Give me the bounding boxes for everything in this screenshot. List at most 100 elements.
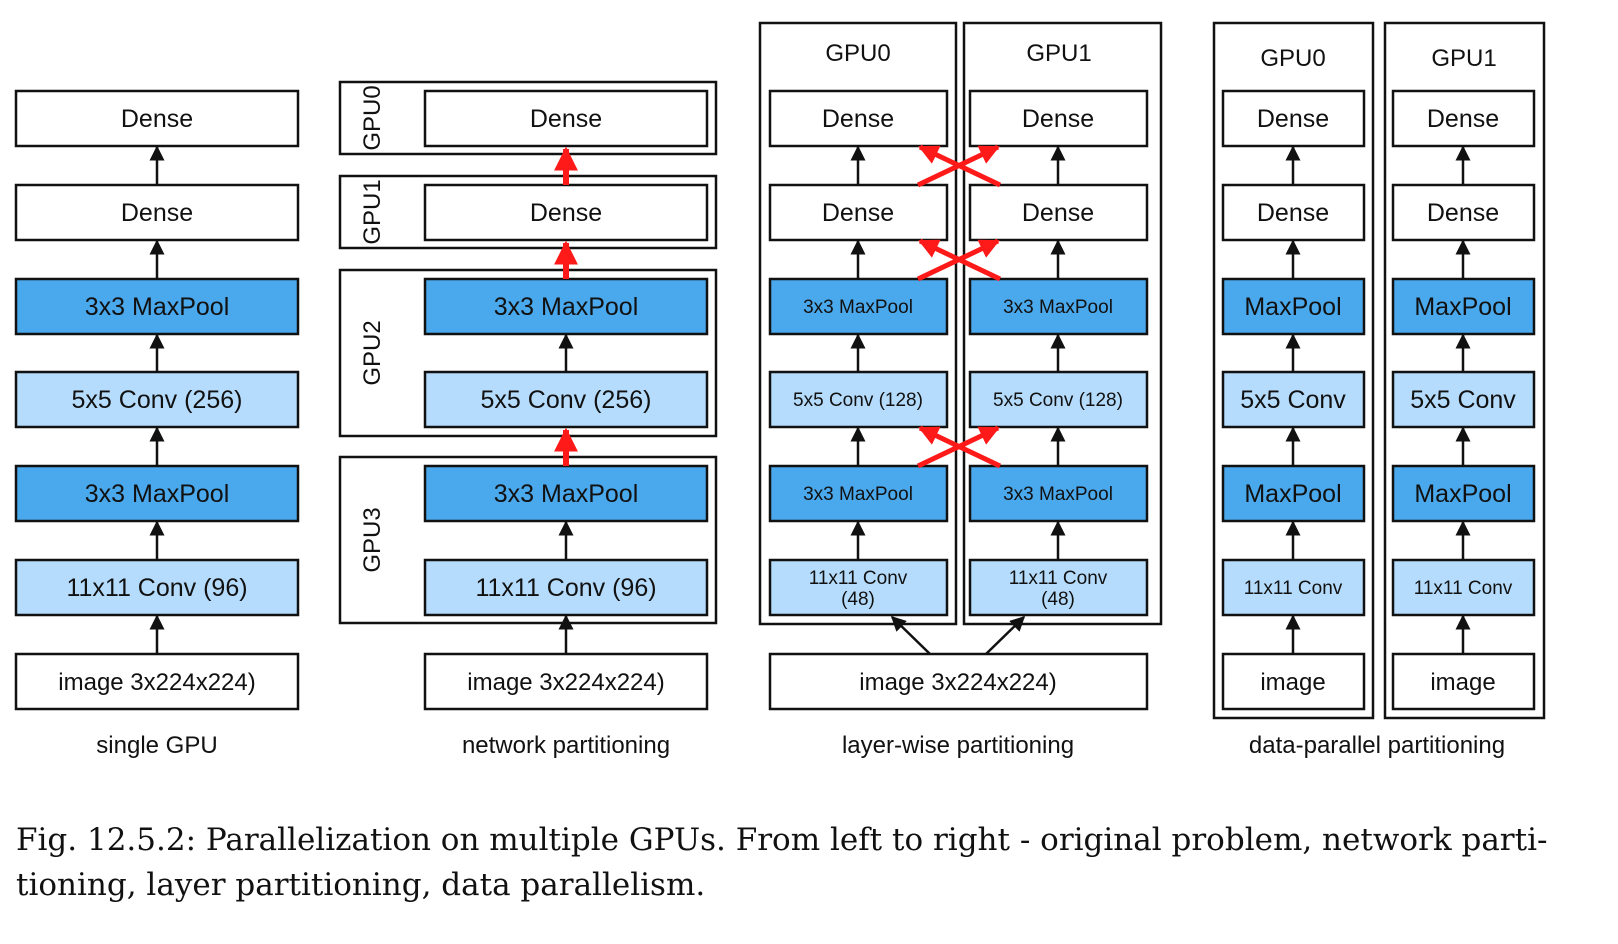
gpu2-vertical-label: GPU2 — [359, 320, 386, 385]
net-image-label: image 3x224x224) — [467, 669, 664, 696]
net-conv256-label: 5x5 Conv (256) — [481, 386, 652, 414]
lw-l-maxpool-bottom-label: 3x3 MaxPool — [803, 484, 913, 505]
net-maxpool-top-box — [423, 277, 709, 336]
lw-l-conv128-label: 5x5 Conv (128) — [793, 390, 923, 411]
red-cross-arrow — [918, 144, 1002, 188]
red-cross-arrow — [918, 425, 1002, 469]
lw-l-conv48-label-line2: (48) — [841, 589, 875, 610]
net-dense-mid-label: Dense — [530, 199, 602, 227]
lw-gpu0-frame — [758, 21, 958, 626]
single-conv256-label: 5x5 Conv (256) — [72, 386, 243, 414]
gpu1-vertical-label: GPU1 — [359, 179, 386, 244]
net-maxpool-top-label: 3x3 MaxPool — [494, 293, 639, 321]
lw-r-maxpool-bottom-label: 3x3 MaxPool — [1003, 484, 1113, 505]
lw-r-conv128-label: 5x5 Conv (128) — [993, 390, 1123, 411]
dp-gpu0-label: GPU0 — [1260, 45, 1325, 72]
dp-l-conv5-box — [1221, 370, 1366, 429]
lw-gpu1-label: GPU1 — [1026, 40, 1091, 67]
lw-r-maxpool-bottom-box — [968, 464, 1149, 523]
lw-gpu0-label: GPU0 — [825, 40, 890, 67]
dp-arrows — [1285, 145, 1471, 654]
net-dense-top-label: Dense — [530, 105, 602, 133]
layerwise-partitioning-label: layer-wise partitioning — [842, 732, 1074, 759]
network-partitioning-column: GPU0 GPU1 GPU2 GPU3 Dense Dense 3x3 MaxP… — [338, 80, 718, 759]
single-gpu-column: Dense Dense 3x3 MaxPool 5x5 Conv (256) 3… — [14, 89, 300, 759]
lw-r-dense-mid-label: Dense — [1022, 199, 1094, 227]
lw-r-conv48-label-line1: 11x11 Conv — [1009, 568, 1108, 589]
dp-r-image-label: image — [1430, 669, 1495, 696]
dp-r-maxpool-top-box — [1391, 277, 1536, 336]
lw-red-cross-arrows — [916, 144, 1002, 469]
single-conv96-box — [14, 558, 300, 617]
dp-l-dense-top-box — [1221, 89, 1366, 148]
dp-l-dense-mid-label: Dense — [1257, 199, 1329, 227]
arrow — [890, 615, 931, 655]
single-image-label: image 3x224x224) — [58, 669, 255, 696]
dp-gpu1-label: GPU1 — [1431, 45, 1496, 72]
red-cross-arrow — [918, 238, 1002, 282]
dp-l-maxpool-top-label: MaxPool — [1244, 293, 1341, 321]
dp-r-dense-top-label: Dense — [1427, 105, 1499, 133]
dp-r-dense-mid-label: Dense — [1427, 199, 1499, 227]
lw-r-maxpool-top-label: 3x3 MaxPool — [1003, 297, 1113, 318]
gpu3-frame — [338, 455, 718, 625]
dp-l-conv5-label: 5x5 Conv — [1240, 386, 1346, 414]
dp-l-maxpool-bottom-box — [1221, 464, 1366, 523]
single-image-box — [14, 652, 300, 711]
gpu0-vertical-label: GPU0 — [359, 85, 386, 150]
lw-l-maxpool-top-label: 3x3 MaxPool — [803, 297, 913, 318]
gpu0-frame — [338, 80, 718, 156]
dp-l-maxpool-top-box — [1221, 277, 1366, 336]
net-dense-top-box — [423, 89, 709, 148]
net-dense-mid-box — [423, 183, 709, 242]
net-maxpool-bottom-label: 3x3 MaxPool — [494, 480, 639, 508]
lw-l-conv48-label-line1: 11x11 Conv — [809, 568, 908, 589]
dp-r-maxpool-top-label: MaxPool — [1414, 293, 1511, 321]
gpu2-frame — [338, 268, 718, 438]
dp-l-image-label: image — [1260, 669, 1325, 696]
dp-r-maxpool-bottom-label: MaxPool — [1414, 480, 1511, 508]
single-conv256-box — [14, 370, 300, 429]
parallelization-diagram: Dense Dense 3x3 MaxPool 5x5 Conv (256) 3… — [14, 21, 1546, 759]
caption-line-1: Fig. 12.5.2: Parallelization on multiple… — [16, 822, 1548, 858]
single-dense-mid-label: Dense — [121, 199, 193, 227]
arrow — [985, 615, 1026, 655]
net-conv96-box — [423, 558, 709, 617]
lw-r-conv48-box — [968, 558, 1149, 617]
lw-l-conv48-box — [768, 558, 949, 617]
dp-r-conv11-label: 11x11 Conv — [1414, 578, 1513, 599]
gpu3-vertical-label: GPU3 — [359, 507, 386, 572]
lw-l-dense-top-box — [768, 89, 949, 148]
dp-r-maxpool-bottom-box — [1391, 464, 1536, 523]
single-dense-mid-box — [14, 183, 300, 242]
single-gpu-label: single GPU — [96, 732, 217, 759]
data-parallel-column: GPU0 GPU1 Dense Dense MaxPool 5x5 Conv M… — [1212, 21, 1546, 759]
dp-gpu1-frame — [1383, 21, 1546, 720]
lw-image-label: image 3x224x224) — [859, 669, 1056, 696]
lw-r-dense-top-label: Dense — [1022, 105, 1094, 133]
dp-l-dense-top-label: Dense — [1257, 105, 1329, 133]
lw-l-dense-mid-label: Dense — [822, 199, 894, 227]
dp-r-dense-top-box — [1391, 89, 1536, 148]
gpu1-frame — [338, 174, 718, 250]
single-maxpool-bottom-label: 3x3 MaxPool — [85, 480, 230, 508]
lw-r-conv48-label-line2: (48) — [1041, 589, 1075, 610]
net-image-box — [423, 652, 709, 711]
single-conv96-label: 11x11 Conv (96) — [66, 574, 247, 602]
data-parallel-label: data-parallel partitioning — [1249, 732, 1505, 759]
net-conv256-box — [423, 370, 709, 429]
single-maxpool-top-label: 3x3 MaxPool — [85, 293, 230, 321]
layerwise-partitioning-column: GPU0 GPU1 Dense Dense 3x3 MaxPool 5x5 Co… — [758, 21, 1163, 759]
network-partitioning-label: network partitioning — [462, 732, 670, 759]
net-maxpool-bottom-box — [423, 464, 709, 523]
lw-l-dense-top-label: Dense — [822, 105, 894, 133]
dp-l-dense-mid-box — [1221, 183, 1366, 242]
dp-r-dense-mid-box — [1391, 183, 1536, 242]
dp-r-conv5-label: 5x5 Conv — [1410, 386, 1516, 414]
caption-line-2: tioning, layer partitioning, data parall… — [16, 867, 706, 903]
dp-gpu0-frame — [1212, 21, 1375, 720]
single-dense-top-box — [14, 89, 300, 148]
lw-image-box — [768, 652, 1149, 711]
lw-black-arrows — [850, 145, 1066, 655]
lw-gpu1-frame — [962, 21, 1163, 626]
